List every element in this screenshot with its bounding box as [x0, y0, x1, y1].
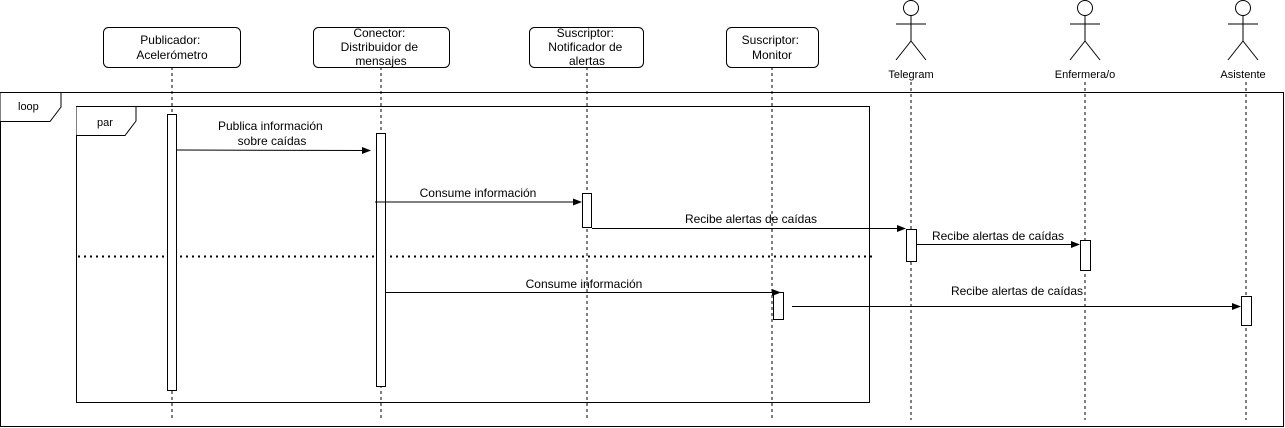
actor-enfermera: Enfermera/o: [1055, 0, 1116, 81]
activation-notificador: [582, 193, 592, 228]
stick-figure-icon: [895, 0, 927, 61]
activation-conector: [376, 133, 386, 387]
participant-label: Suscriptor:: [557, 26, 614, 40]
svg-text:Conector: Distribuidor d: Conector: Distribuidor de mensajes: [341, 26, 422, 68]
participant-publicador: Publicador: Acelerómetro: [103, 27, 241, 68]
participant-label: alertas: [569, 54, 605, 68]
svg-text:Publica información sobr: Publica información sobre caídas: [218, 119, 326, 148]
message-consume-1: Consume información: [375, 186, 582, 206]
svg-text:Suscriptor: Notificador: Suscriptor: Notificador de alertas: [548, 26, 625, 68]
actor-label: Enfermera/o: [1055, 69, 1116, 81]
message-label: Recibe alertas de caídas: [932, 229, 1064, 243]
message-label: Recibe alertas de caídas: [685, 212, 817, 226]
actor-label: Telegram: [888, 69, 933, 81]
activation-publicador: [167, 114, 177, 391]
message-label: Consume información: [420, 186, 537, 200]
message-consume-2: Consume información: [386, 277, 781, 296]
loop-fragment: loop: [0, 92, 1284, 427]
par-fragment: par: [76, 106, 874, 403]
activation-enfermera: [1080, 240, 1091, 271]
actor-telegram: Telegram: [888, 0, 934, 81]
actor-asistente: Asistente: [1220, 0, 1266, 81]
loop-label: loop: [18, 101, 39, 113]
stick-figure-icon: [1227, 0, 1259, 61]
message-publica: Publica información sobre caídas: [176, 119, 371, 154]
participant-label: Acelerómetro: [136, 48, 208, 62]
participant-label: Notificador de: [548, 40, 622, 54]
activation-asistente: [1241, 296, 1252, 326]
participant-label: Distribuidor de: [341, 40, 419, 54]
activations: [167, 114, 1252, 391]
participant-suscriptor-monitor: Suscriptor: Monitor: [726, 27, 819, 68]
participant-label: Suscriptor:: [742, 33, 799, 47]
activation-telegram: [906, 229, 917, 262]
svg-text:Suscriptor: Monitor: Suscriptor: Monitor: [742, 33, 803, 62]
participant-conector: Conector: Distribuidor de mensajes: [313, 26, 450, 68]
message-label: Recibe alertas de caídas: [951, 284, 1083, 298]
message-recibe-asistente: Recibe alertas de caídas: [792, 284, 1241, 310]
message-recibe-enfermera: Recibe alertas de caídas: [917, 229, 1080, 248]
message-recibe-telegram: Recibe alertas de caídas: [592, 212, 906, 232]
actor-label: Asistente: [1220, 69, 1265, 81]
svg-text:Publicador: Acelerómetro: Publicador: Acelerómetro: [136, 33, 208, 62]
message-label: sobre caídas: [238, 134, 307, 148]
participant-label: Conector:: [353, 26, 405, 40]
stick-figure-icon: [1069, 0, 1101, 61]
activation-monitor: [773, 292, 784, 320]
par-label: par: [97, 117, 113, 129]
message-label: Consume información: [526, 277, 643, 291]
participant-suscriptor-notificador: Suscriptor: Notificador de alertas: [529, 26, 644, 68]
message-label: Publica información: [218, 119, 323, 133]
participant-label: mensajes: [355, 54, 406, 68]
participant-label: Monitor: [752, 48, 792, 62]
participant-label: Publicador:: [140, 33, 200, 47]
